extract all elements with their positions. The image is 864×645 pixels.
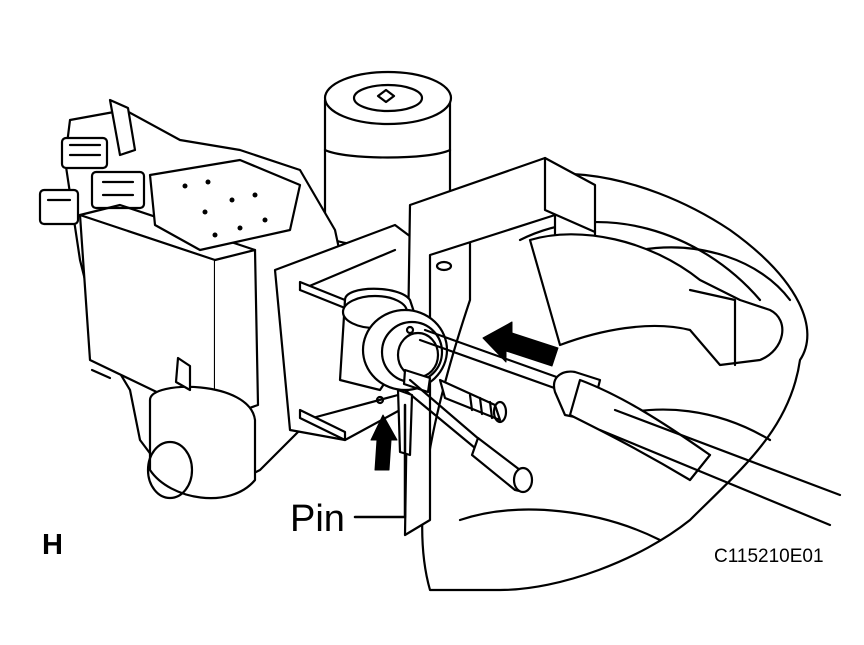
pin-leader-line [353,403,407,519]
pin-label: Pin [290,498,345,540]
insert-arrow-lower [370,414,398,471]
lower-screwdriver [403,378,534,494]
upper-screwdriver [418,328,842,527]
view-letter: H [42,529,63,561]
control-module [38,98,352,500]
figure-code: C115210E01 [714,546,824,567]
insert-arrow-upper [482,321,559,367]
bracket [403,156,784,537]
shaft-coupling [338,287,508,424]
